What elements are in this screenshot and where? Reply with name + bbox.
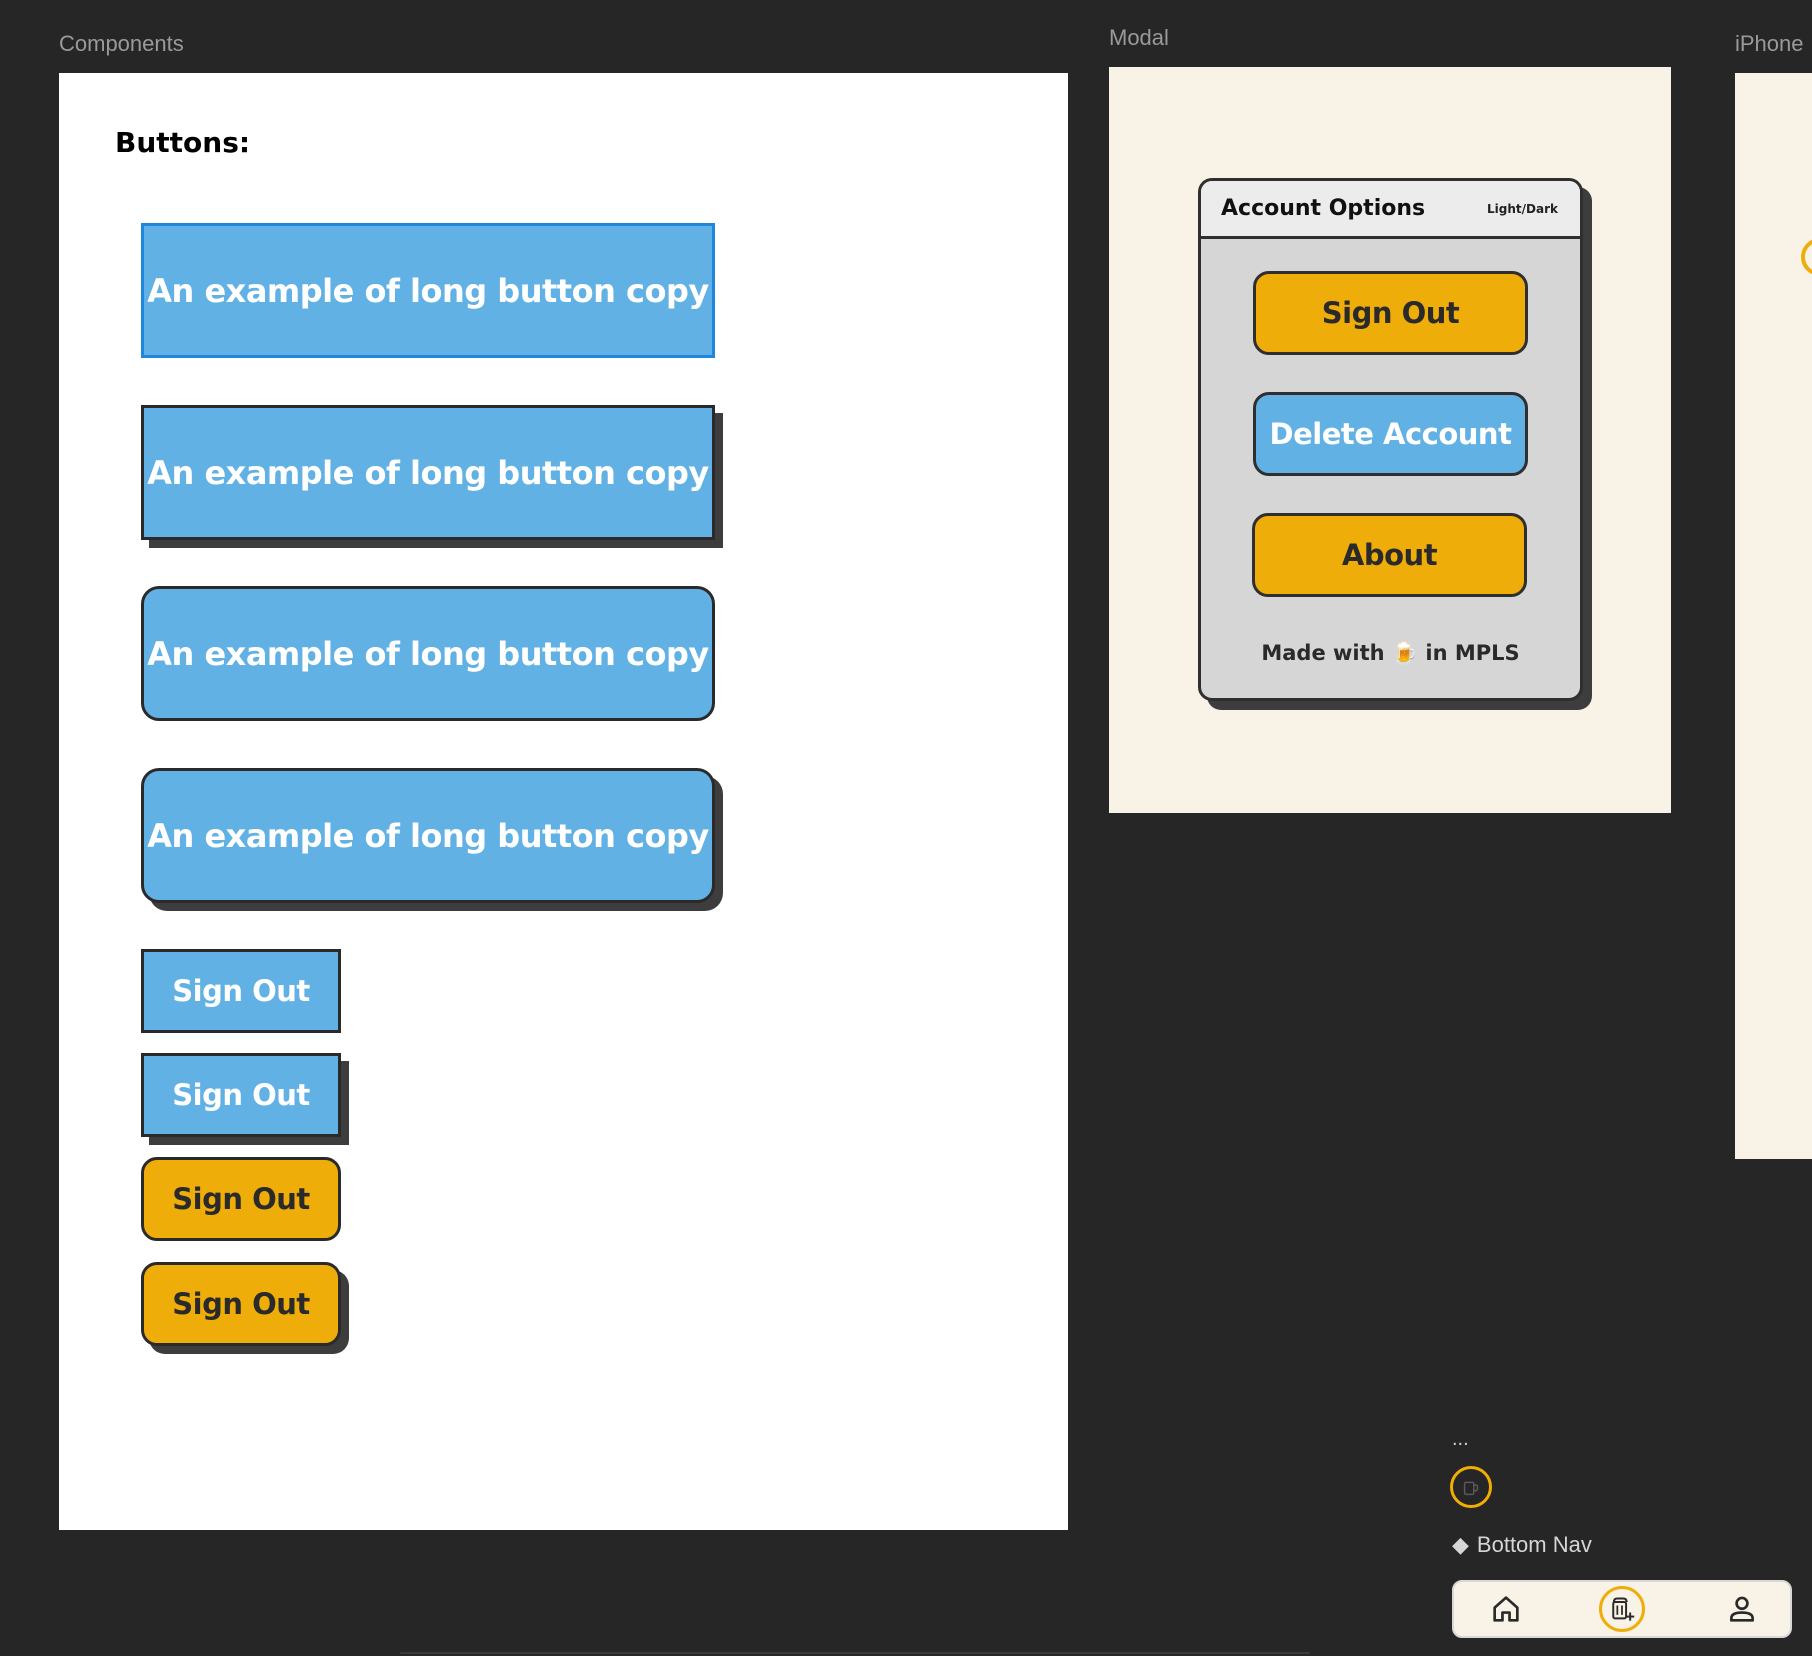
long-button-rounded[interactable]: An example of long button copy	[141, 586, 715, 721]
home-icon[interactable]	[1486, 1589, 1526, 1629]
frame-label-iphone[interactable]: iPhone	[1735, 31, 1804, 56]
modal-title: Account Options	[1221, 196, 1426, 221]
small-button-blue-square-shadow[interactable]: Sign Out	[141, 1053, 341, 1137]
component-icon: ◆	[1452, 1532, 1469, 1557]
sign-out-button[interactable]: Sign Out	[1253, 271, 1528, 355]
frame-label-modal[interactable]: Modal	[1109, 25, 1169, 50]
bottom-nav[interactable]	[1452, 1580, 1792, 1638]
iphone-ring-icon	[1801, 238, 1812, 276]
beer-add-icon-variant[interactable]	[1450, 1466, 1492, 1508]
footer-suffix: in MPLS	[1425, 641, 1520, 665]
beer-add-icon[interactable]	[1599, 1586, 1645, 1632]
delete-account-button[interactable]: Delete Account	[1253, 392, 1528, 476]
long-button-square-shadow[interactable]: An example of long button copy	[141, 405, 715, 540]
account-options-modal: Account Options Light/Dark Sign Out Dele…	[1198, 178, 1583, 701]
component-ellipsis[interactable]: ...	[1452, 1428, 1469, 1450]
section-title: Buttons:	[115, 126, 251, 159]
toolbar-edge	[400, 1652, 1310, 1654]
beer-add-icon	[1463, 1481, 1479, 1496]
components-frame[interactable]: Buttons: An example of long button copy …	[59, 73, 1068, 1530]
modal-footer: Made with 🍺 in MPLS	[1201, 641, 1580, 666]
beer-add-icon-svg	[1612, 1597, 1635, 1621]
modal-frame[interactable]: Account Options Light/Dark Sign Out Dele…	[1109, 67, 1671, 813]
bottom-nav-title: Bottom Nav	[1476, 1532, 1592, 1557]
footer-prefix: Made with	[1261, 641, 1385, 665]
modal-header: Account Options Light/Dark	[1201, 181, 1580, 239]
beer-emoji-icon: 🍺	[1391, 641, 1419, 665]
user-icon-svg	[1730, 1596, 1754, 1622]
small-button-yellow-rounded-shadow[interactable]: Sign Out	[141, 1262, 341, 1346]
small-button-blue-square[interactable]: Sign Out	[141, 949, 341, 1033]
user-icon[interactable]	[1722, 1589, 1762, 1629]
home-icon-svg	[1493, 1596, 1519, 1622]
light-dark-toggle[interactable]: Light/Dark	[1487, 201, 1558, 216]
frame-label-components[interactable]: Components	[59, 31, 184, 56]
long-button-rounded-shadow[interactable]: An example of long button copy	[141, 768, 715, 903]
long-button-square-focused[interactable]: An example of long button copy	[141, 223, 715, 358]
iphone-frame[interactable]	[1735, 73, 1812, 1159]
small-button-yellow-rounded[interactable]: Sign Out	[141, 1157, 341, 1241]
about-button[interactable]: About	[1252, 513, 1527, 597]
bottom-nav-label[interactable]: ◆ Bottom Nav	[1452, 1532, 1592, 1558]
